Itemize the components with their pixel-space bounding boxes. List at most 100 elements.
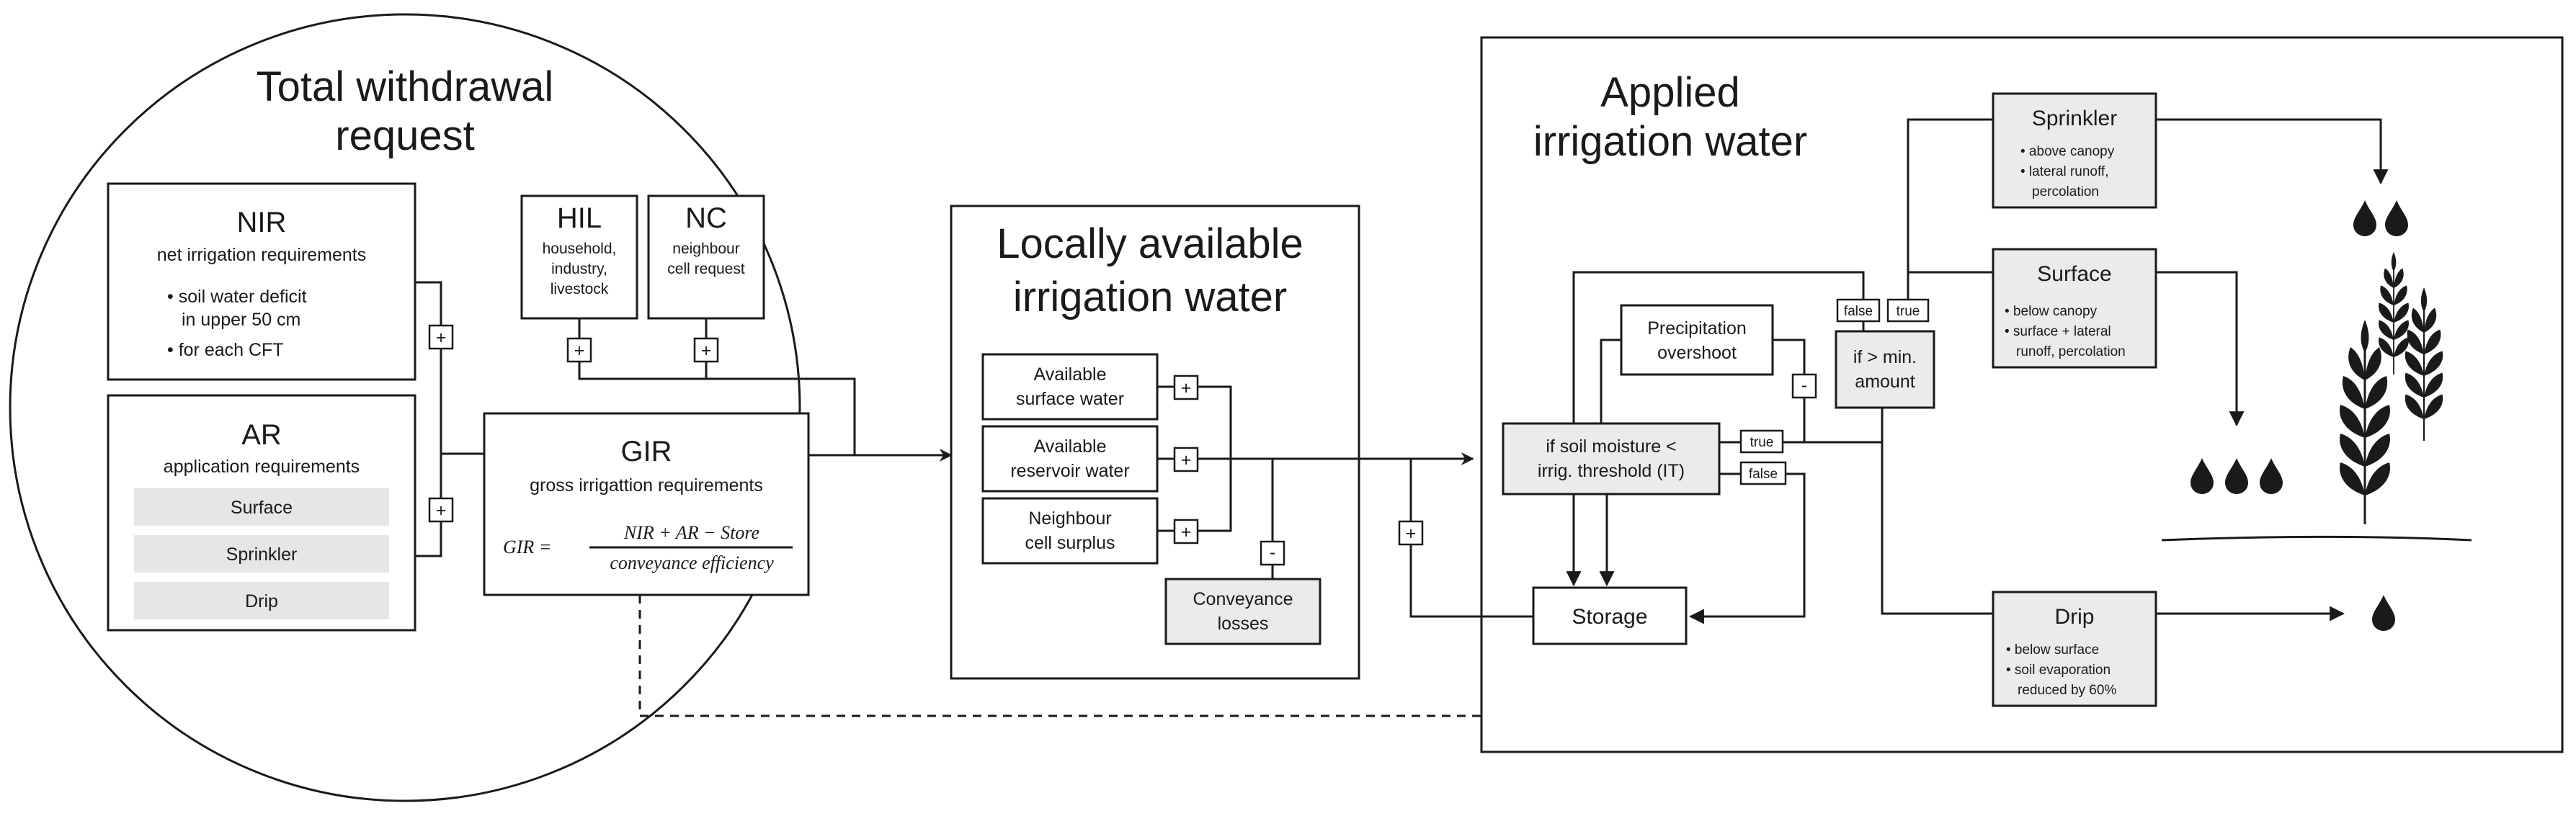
minus-symbol-precip <box>1791 373 1817 399</box>
branch-to-drip <box>1881 442 1993 615</box>
plus-symbol-reservoir-label: + <box>1181 450 1192 470</box>
reservoir-water-line2: reservoir water <box>1010 461 1129 481</box>
surface-title: Surface <box>2037 262 2111 286</box>
minus-symbol-losses-label: - <box>1270 542 1275 562</box>
hil-title: HIL <box>557 202 602 234</box>
hil-box <box>520 194 638 320</box>
soil-true-tag-label: true <box>1750 435 1774 450</box>
surface-box <box>1992 248 2157 369</box>
nc-line1: neighbour <box>672 241 739 257</box>
hil-line1: household, <box>543 241 617 257</box>
gir-formula-numerator: NIR + AR − Store <box>623 522 759 543</box>
nir-box <box>107 182 416 381</box>
precipitation-overshoot-line2: overshoot <box>1657 343 1737 363</box>
drip-line2: • soil evaporation <box>2006 663 2111 678</box>
hil-line2: industry, <box>551 261 607 277</box>
sprinkler-box <box>1992 92 2157 209</box>
plus-symbol-ar <box>428 497 454 523</box>
surface-line1: • below canopy <box>2005 304 2098 319</box>
plus-symbol-reservoir <box>1173 447 1199 472</box>
drip-line3: reduced by 60% <box>2018 683 2116 698</box>
ar-method-drip: Drip <box>245 591 278 611</box>
soil-moisture-line1: if soil moisture < <box>1546 436 1676 457</box>
min-amount-line1: if > min. <box>1853 347 1917 367</box>
plus-symbol-surface-label: + <box>1181 378 1192 398</box>
surface-water-line2: surface water <box>1016 389 1124 409</box>
local-title-line2: irrigation water <box>1013 274 1287 320</box>
minus-symbol-losses <box>1260 540 1285 566</box>
ar-method-surface: Surface <box>231 498 293 518</box>
drip-box <box>1992 591 2157 707</box>
surface-droplets-icon <box>2191 458 2283 494</box>
min-false-tag <box>1836 298 1881 323</box>
drip-line1: • below surface <box>2006 642 2099 658</box>
plus-symbol-hil-label: + <box>574 341 585 361</box>
branch-to-sprinkler <box>1907 118 1993 272</box>
applied-title-line2: irrigation water <box>1533 118 1807 165</box>
total-withdrawal-title-line2: request <box>335 112 474 159</box>
nir-bullet2: • for each CFT <box>167 340 284 360</box>
nc-title: NC <box>685 202 727 234</box>
precipitation-overshoot-line1: Precipitation <box>1647 318 1747 338</box>
ar-subtitle: application requirements <box>164 457 360 477</box>
nc-line2: cell request <box>667 261 745 277</box>
sprinkler-line3: percolation <box>2032 184 2099 199</box>
soil-moisture-line2: irrig. threshold (IT) <box>1538 461 1685 481</box>
ar-method-sprinkler-bg <box>134 535 389 573</box>
reservoir-water-box <box>981 425 1159 493</box>
total-withdrawal-title-line1: Total withdrawal <box>257 63 554 110</box>
min-true-tag-label: true <box>1897 304 1920 319</box>
min-amount-decision <box>1835 330 1935 409</box>
reservoir-water-line1: Available <box>1033 436 1106 457</box>
min-amount-line2: amount <box>1855 372 1915 392</box>
plus-symbol-nir <box>428 324 454 350</box>
plus-symbol-hil <box>566 337 592 363</box>
conveyance-losses-line2: losses <box>1218 614 1269 634</box>
nir-subtitle: net irrigation requirements <box>157 245 366 265</box>
surface-line3: runoff, percolation <box>2016 344 2126 359</box>
gir-box <box>483 412 810 596</box>
surface-line2: • surface + lateral <box>2005 324 2111 339</box>
local-title-line1: Locally available <box>997 220 1303 267</box>
soil-top-loop <box>1572 271 1865 423</box>
ar-title: AR <box>241 419 282 451</box>
minus-symbol-precip-label: - <box>1801 375 1807 395</box>
neighbour-surplus-line1: Neighbour <box>1028 508 1111 529</box>
min-false-tag-label: false <box>1844 304 1873 319</box>
gir-formula-denominator: conveyance efficiency <box>610 552 774 573</box>
soil-false-tag <box>1739 461 1787 485</box>
soil-moisture-decision <box>1502 422 1721 496</box>
gir-formula-lhs: GIR = <box>503 537 551 557</box>
plus-symbol-surface <box>1173 375 1199 400</box>
plus-symbol-storage <box>1398 520 1424 546</box>
plus-symbol-ar-label: + <box>436 501 447 521</box>
conveyance-losses-box <box>1164 578 1322 645</box>
hil-line3: livestock <box>551 281 609 297</box>
precipitation-overshoot-box <box>1620 304 1774 376</box>
plus-symbol-nc-label: + <box>701 341 712 361</box>
surface-arrow <box>2156 271 2245 427</box>
plus-symbol-nir-label: + <box>436 328 447 348</box>
nc-box <box>647 194 765 320</box>
plus-symbol-neighbour <box>1173 519 1199 544</box>
plus-symbol-nc <box>693 337 719 363</box>
sprinkler-title: Sprinkler <box>2032 107 2117 130</box>
gir-subtitle: gross irrigattion requirements <box>530 475 763 496</box>
storage-label: Storage <box>1572 605 1647 629</box>
soil-true-tag <box>1739 429 1784 454</box>
ar-method-drip-bg <box>134 582 389 619</box>
applied-title-line1: Applied <box>1600 69 1739 116</box>
neighbour-surplus-box <box>981 497 1159 565</box>
sprinkler-arrow <box>2156 118 2389 185</box>
drip-title: Drip <box>2054 605 2094 629</box>
soil-false-tag-label: false <box>1749 467 1778 482</box>
storage-box <box>1532 586 1688 645</box>
ar-method-surface-bg <box>134 488 389 526</box>
ground-line <box>2161 536 2472 542</box>
conveyance-losses-line1: Conveyance <box>1193 589 1293 609</box>
nir-bullet1-line1: • soil water deficit <box>167 287 307 307</box>
gir-title: GIR <box>620 436 672 467</box>
nir-title: NIR <box>237 207 287 238</box>
sprinkler-line2: • lateral runoff, <box>2020 164 2108 179</box>
nir-bullet1-line2: in upper 50 cm <box>182 310 300 330</box>
